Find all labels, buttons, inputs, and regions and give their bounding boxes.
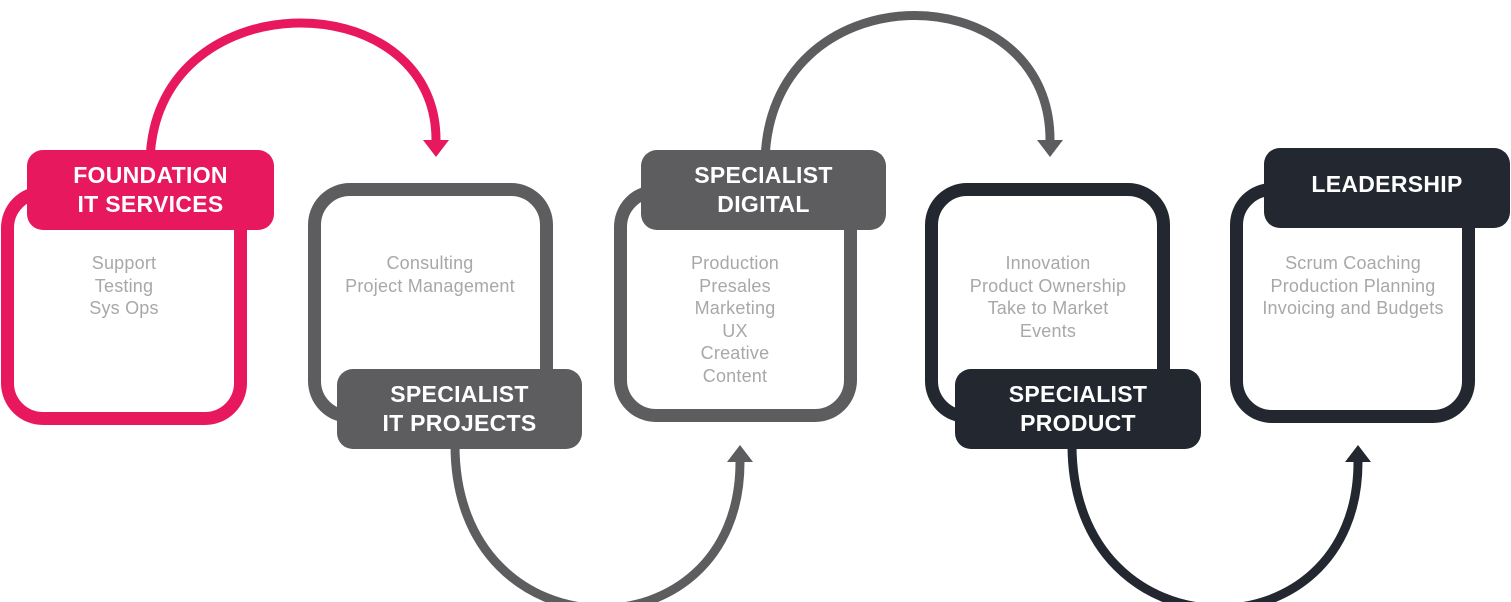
stage-title-digital: SPECIALIST DIGITAL xyxy=(641,150,886,230)
stage-title-line: IT SERVICES xyxy=(77,191,224,217)
stage-item: Consulting xyxy=(386,253,474,273)
stage-item: Scrum Coaching xyxy=(1285,253,1421,273)
stage-title-line: PRODUCT xyxy=(1020,410,1136,436)
stage-title-line: IT PROJECTS xyxy=(382,410,537,436)
stage-item: Take to Market xyxy=(987,298,1109,318)
stage-item: UX xyxy=(722,320,748,341)
stage-item: Events xyxy=(1019,320,1077,341)
arrow-head-foundation xyxy=(423,140,449,157)
stage-title-leadership: LEADERSHIP xyxy=(1264,148,1510,228)
stage-items-product: Innovation Product Ownership Take to Mar… xyxy=(937,252,1159,342)
arrow-foundation-to-it-projects xyxy=(145,18,441,166)
stage-title-product: SPECIALIST PRODUCT xyxy=(955,369,1201,449)
stage-title-line: SPECIALIST xyxy=(390,381,529,407)
stage-item: Sys Ops xyxy=(89,298,159,318)
arrow-head-it-projects xyxy=(727,445,753,462)
stage-title-it-projects: SPECIALIST IT PROJECTS xyxy=(337,369,582,449)
arrow-product-to-leadership xyxy=(1067,444,1363,602)
stage-items-it-projects: Consulting Project Management xyxy=(320,252,540,297)
stage-title-line: SPECIALIST xyxy=(694,162,833,188)
stage-items-foundation: Support Testing Sys Ops xyxy=(14,252,234,320)
stage-item: Marketing xyxy=(694,298,776,318)
stage-title-line: DIGITAL xyxy=(717,191,810,217)
arrow-head-product xyxy=(1345,445,1371,462)
stage-title-foundation: FOUNDATION IT SERVICES xyxy=(27,150,274,230)
stage-item: Production xyxy=(690,253,780,273)
stage-item: Creative xyxy=(700,343,770,363)
stage-title-line: FOUNDATION xyxy=(73,162,228,188)
stage-item: Product Ownership xyxy=(969,275,1127,296)
stage-item: Production Planning xyxy=(1270,275,1436,296)
stage-item: Testing xyxy=(94,275,154,296)
arrow-digital-to-product xyxy=(760,11,1055,166)
stage-item: Project Management xyxy=(345,275,515,296)
stage-item: Invoicing and Budgets xyxy=(1262,298,1444,318)
stage-item: Content xyxy=(702,365,768,386)
stage-item: Support xyxy=(91,253,157,273)
stage-items-digital: Production Presales Marketing UX Creativ… xyxy=(625,252,845,387)
stage-items-leadership: Scrum Coaching Production Planning Invoi… xyxy=(1242,252,1464,320)
stage-item: Presales xyxy=(699,275,771,296)
arrow-it-projects-to-digital xyxy=(450,444,745,602)
stage-item: Innovation xyxy=(1005,253,1091,273)
arrow-head-digital xyxy=(1037,140,1063,157)
stage-title-line: LEADERSHIP xyxy=(1311,171,1463,197)
stage-title-line: SPECIALIST xyxy=(1008,381,1148,407)
